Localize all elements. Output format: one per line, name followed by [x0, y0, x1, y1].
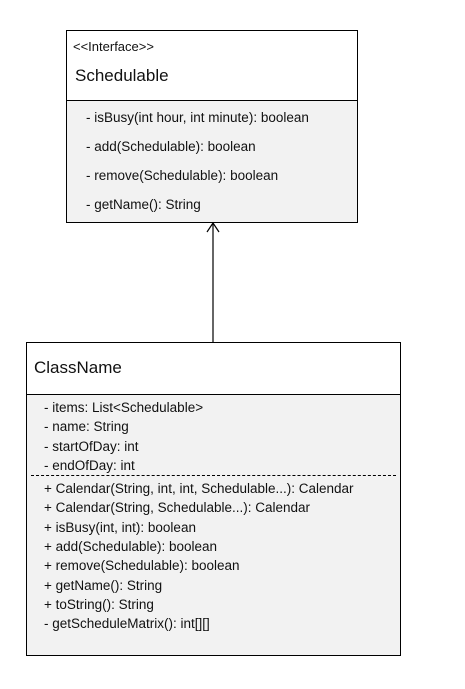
interface-method: - remove(Schedulable): boolean — [86, 168, 279, 183]
interface-stereotype: <<Interface>> — [73, 39, 154, 54]
class-method: + remove(Schedulable): boolean — [44, 558, 240, 573]
class-method: + Calendar(String, int, int, Schedulable… — [44, 481, 354, 496]
arrowhead — [206, 221, 220, 233]
interface-method: - getName(): String — [86, 197, 201, 212]
interface-header: <<Interface>> Schedulable — [67, 31, 357, 101]
class-attribute: - items: List<Schedulable> — [44, 400, 204, 415]
interface-box[interactable]: <<Interface>> Schedulable - isBusy(int h… — [66, 30, 358, 223]
class-name: ClassName — [34, 358, 122, 377]
interface-name: Schedulable — [75, 66, 169, 85]
class-method: + toString(): String — [44, 597, 154, 612]
interface-method: - isBusy(int hour, int minute): boolean — [86, 110, 309, 125]
class-method: + Calendar(String, Schedulable...): Cale… — [44, 500, 311, 515]
class-members: - items: List<Schedulable> - name: Strin… — [27, 395, 400, 655]
class-method: + getName(): String — [44, 578, 163, 593]
members-divider — [31, 475, 396, 476]
class-method: - getScheduleMatrix(): int[][] — [44, 616, 210, 631]
class-method: + isBusy(int, int): boolean — [44, 520, 196, 535]
class-attribute: - startOfDay: int — [44, 439, 139, 454]
interface-methods: - isBusy(int hour, int minute): boolean … — [67, 101, 357, 222]
class-box[interactable]: ClassName - items: List<Schedulable> - n… — [26, 342, 401, 656]
class-header: ClassName — [27, 343, 400, 395]
class-method: + add(Schedulable): boolean — [44, 539, 218, 554]
interface-method: - add(Schedulable): boolean — [86, 139, 256, 154]
class-attribute: - endOfDay: int — [44, 458, 135, 473]
class-attribute: - name: String — [44, 419, 129, 434]
